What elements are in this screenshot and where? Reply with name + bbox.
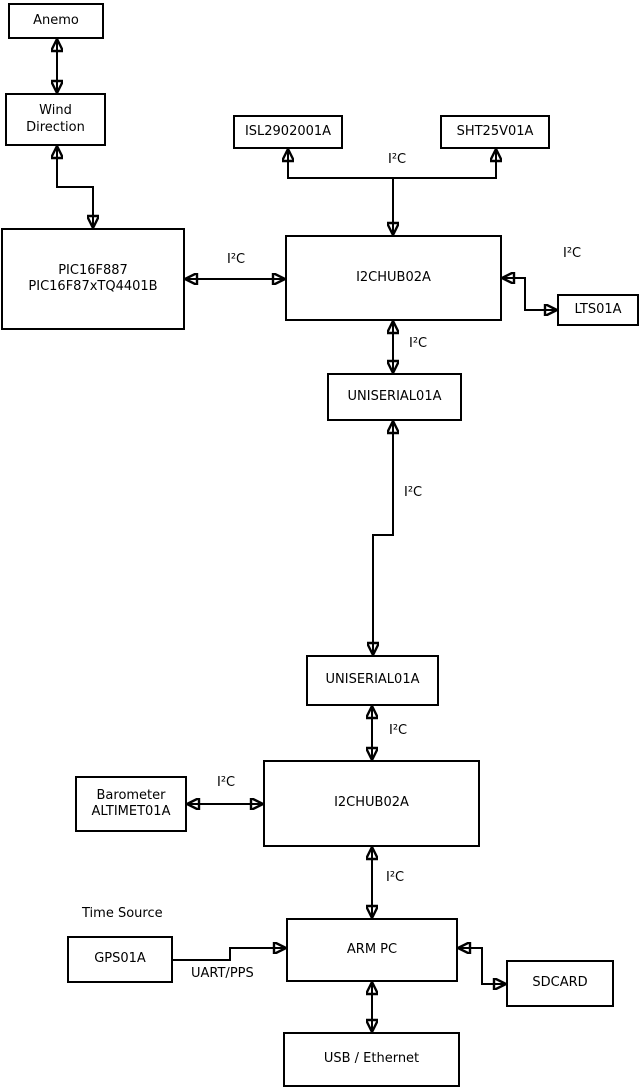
box-lts01a: LTS01A xyxy=(557,294,639,326)
box-uniserial01a-bottom: UNISERIAL01A xyxy=(306,655,439,706)
box-sht25v01a-label: SHT25V01A xyxy=(456,123,534,139)
connector-armpc-sdcard xyxy=(458,948,506,984)
box-wind-direction-label-line2: Direction xyxy=(26,119,85,135)
box-sht25v01a: SHT25V01A xyxy=(440,115,550,149)
label-i2c-pic-hub: I²C xyxy=(227,252,246,267)
label-i2c-uniserial-hub2: I²C xyxy=(389,723,408,738)
box-gps01a: GPS01A xyxy=(67,936,173,983)
label-i2c-hub2-armpc: I²C xyxy=(386,870,405,885)
box-barometer-label-line2: ALTIMET01A xyxy=(91,804,171,819)
box-arm-pc: ARM PC xyxy=(286,918,458,982)
box-uniserial01a-bottom-label: UNISERIAL01A xyxy=(325,672,420,688)
box-i2chub02a-bottom: I2CHUB02A xyxy=(263,760,480,847)
box-uniserial01a-top-label: UNISERIAL01A xyxy=(347,388,442,404)
box-usb-ethernet: USB / Ethernet xyxy=(283,1032,460,1087)
label-i2c-barometer-hub2: I²C xyxy=(217,775,236,790)
box-usb-ethernet-label: USB / Ethernet xyxy=(323,1051,420,1067)
label-i2c-uniserial-link: I²C xyxy=(404,485,423,500)
box-pic16f887-label-line1: PIC16F887 xyxy=(58,262,128,278)
box-barometer-label-line1: Barometer xyxy=(96,787,166,803)
box-lts01a-label: LTS01A xyxy=(574,301,622,317)
box-i2chub02a-top: I2CHUB02A xyxy=(285,235,502,321)
box-pic16f887: PIC16F887 PIC16F87xTQ4401B xyxy=(1,228,185,330)
box-sdcard: SDCARD xyxy=(506,960,614,1007)
box-anemo: Anemo xyxy=(8,3,104,39)
box-isl2902001a: ISL2902001A xyxy=(233,115,343,149)
box-wind-direction-label-line1: Wind xyxy=(39,103,72,119)
connector-i2chub-lts xyxy=(502,278,557,310)
box-uniserial01a-top: UNISERIAL01A xyxy=(327,373,462,421)
box-sdcard-label: SDCARD xyxy=(532,975,588,991)
box-pic16f887-label-line2: PIC16F87xTQ4401B xyxy=(28,279,158,294)
box-barometer-altimet01a: Barometer ALTIMET01A xyxy=(75,776,187,832)
box-i2chub02a-top-label: I2CHUB02A xyxy=(356,269,431,285)
box-arm-pc-label: ARM PC xyxy=(346,941,398,957)
label-uart-pps: UART/PPS xyxy=(191,966,254,981)
label-i2c-hub-lts: I²C xyxy=(563,246,582,261)
connector-gps-armpc xyxy=(173,948,286,961)
connector-uniserial1-uniserial2 xyxy=(373,421,393,655)
label-i2c-isl-sht: I²C xyxy=(388,152,407,167)
box-wind-direction: Wind Direction xyxy=(5,93,106,146)
box-anemo-label: Anemo xyxy=(33,12,79,28)
label-i2c-hub-uniserial: I²C xyxy=(409,336,428,351)
connector-wind-pic xyxy=(57,146,93,228)
box-isl2902001a-label: ISL2902001A xyxy=(244,123,332,139)
label-time-source: Time Source xyxy=(82,906,163,921)
box-i2chub02a-bottom-label: I2CHUB02A xyxy=(334,795,409,811)
box-gps01a-label: GPS01A xyxy=(94,951,146,967)
